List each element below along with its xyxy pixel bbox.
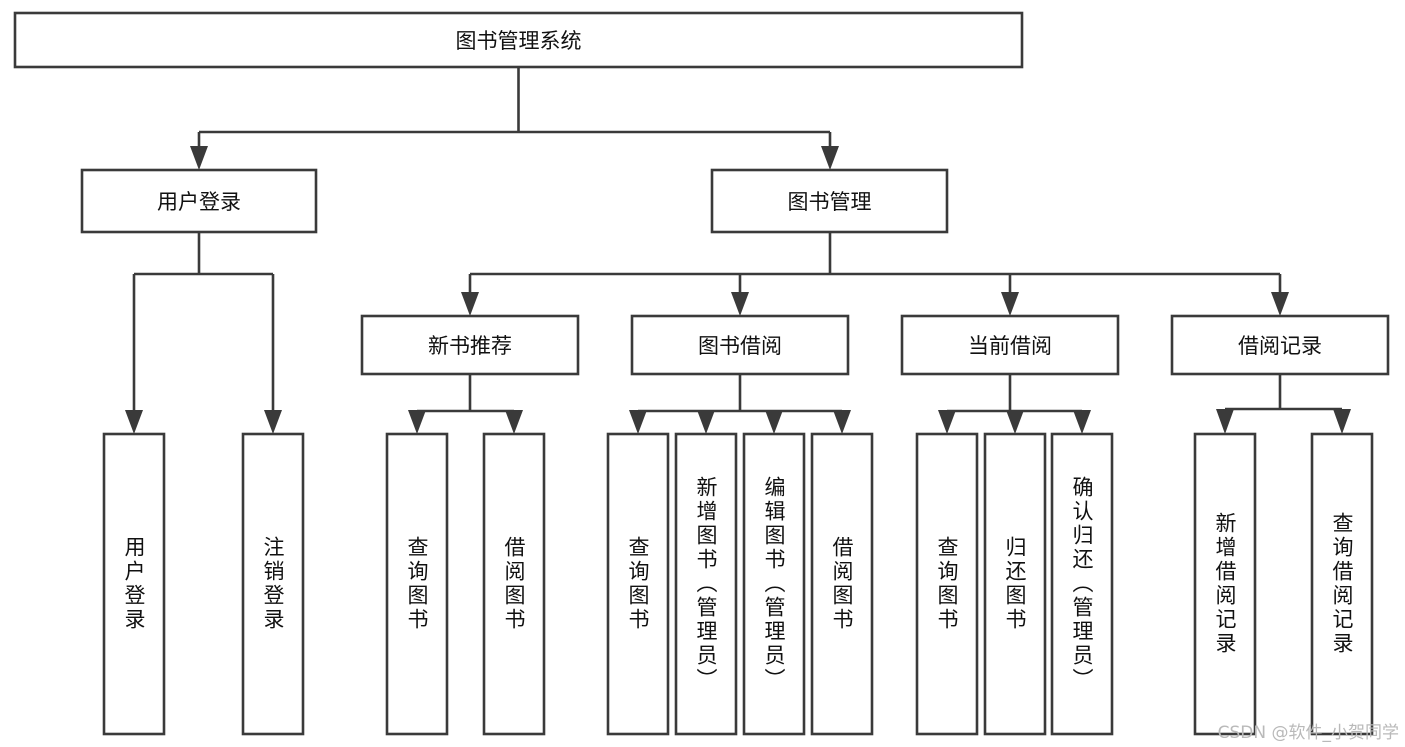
node-new-book-recommend[interactable]: 新书推荐 — [360, 314, 580, 376]
arrow-head-leaf-query-book-3 — [938, 410, 956, 434]
current-borrow-label: 当前借阅 — [968, 334, 1052, 358]
leaf-box[interactable] — [241, 432, 305, 736]
leaf-query-book-borrow[interactable]: 查询图书 — [606, 432, 670, 736]
leaf-borrow-book-newbooks[interactable]: 借阅图书 — [482, 432, 546, 736]
leaf-box[interactable] — [102, 432, 166, 736]
arrow-head-leaf-query-book-1 — [408, 410, 426, 434]
leaf-label: 查询借阅记录 — [1330, 512, 1354, 656]
arrow-head-user-login — [190, 146, 208, 170]
arrow-head-book-mgmt — [821, 146, 839, 170]
user-login-box[interactable] — [80, 168, 318, 234]
arrow-head-leaf-add-book — [697, 410, 715, 434]
leaf-query-borrow-record[interactable]: 查询借阅记录 — [1310, 432, 1374, 736]
arrow-head-leaf-query-book-2 — [629, 410, 647, 434]
leaf-label: 注销登录 — [261, 536, 285, 632]
node-book-management[interactable]: 图书管理 — [710, 168, 949, 234]
leaf-box[interactable] — [674, 432, 738, 736]
leaf-box[interactable] — [1050, 432, 1114, 736]
book-borrow-label: 图书借阅 — [698, 334, 782, 358]
node-current-borrow[interactable]: 当前借阅 — [900, 314, 1120, 376]
arrow-head-current-borrow — [1001, 292, 1019, 316]
arrow-head-borrow-books — [731, 292, 749, 316]
leaf-label: 归还图书 — [1003, 536, 1027, 632]
arrow-head-leaf-borrow-book-2 — [833, 410, 851, 434]
arrow-head-leaf-confirm-return — [1073, 410, 1091, 434]
leaf-box[interactable] — [915, 432, 979, 736]
user-login-label: 用户登录 — [157, 190, 241, 214]
arrow-head-leaf-borrow-book-1 — [505, 410, 523, 434]
leaf-label: 新增借阅记录 — [1213, 512, 1237, 656]
current-borrow-box[interactable] — [900, 314, 1120, 376]
leaf-label: 查询图书 — [405, 536, 429, 632]
leaf-box[interactable] — [482, 432, 546, 736]
leaf-borrow-book-borrow[interactable]: 借阅图书 — [810, 432, 874, 736]
root-box[interactable] — [13, 11, 1024, 69]
connector-layer — [125, 67, 1351, 434]
leaf-box[interactable] — [385, 432, 449, 736]
leaf-box[interactable] — [1193, 432, 1257, 736]
leaf-box[interactable] — [810, 432, 874, 736]
leaf-box[interactable] — [742, 432, 806, 736]
book-management-label: 图书管理 — [788, 190, 872, 214]
arrow-head-new-books — [461, 292, 479, 316]
node-borrow-record[interactable]: 借阅记录 — [1170, 314, 1390, 376]
arrow-head-leaf-query-record — [1333, 409, 1351, 434]
book-management-box[interactable] — [710, 168, 949, 234]
node-root-system[interactable]: 图书管理系统 — [13, 11, 1024, 69]
leaf-label: 借阅图书 — [502, 536, 526, 632]
leaf-logout[interactable]: 注销登录 — [241, 432, 305, 736]
borrow-record-label: 借阅记录 — [1238, 334, 1322, 358]
leaf-label: 查询图书 — [935, 536, 959, 632]
leaf-label: 借阅图书 — [830, 536, 854, 632]
leaf-label: 确认归还（管理员） — [1070, 476, 1094, 692]
leaf-add-borrow-record[interactable]: 新增借阅记录 — [1193, 432, 1257, 736]
leaf-label: 用户登录 — [122, 536, 146, 632]
new-book-recommend-box[interactable] — [360, 314, 580, 376]
arrow-head-leaf-add-record — [1216, 409, 1234, 434]
leaf-box[interactable] — [606, 432, 670, 736]
arrow-head-leaf-user-login — [125, 410, 143, 434]
leaf-edit-book-admin[interactable]: 编辑图书（管理员） — [742, 432, 806, 736]
node-book-borrow[interactable]: 图书借阅 — [630, 314, 850, 376]
leaf-box[interactable] — [983, 432, 1047, 736]
leaf-label: 编辑图书（管理员） — [762, 476, 786, 692]
arrow-head-leaf-edit-book — [765, 410, 783, 434]
book-borrow-box[interactable] — [630, 314, 850, 376]
arrow-head-borrow-record — [1271, 292, 1289, 316]
leaf-add-book-admin[interactable]: 新增图书（管理员） — [674, 432, 738, 736]
leaf-label: 新增图书（管理员） — [694, 476, 718, 692]
borrow-record-box[interactable] — [1170, 314, 1390, 376]
leaf-confirm-return-admin[interactable]: 确认归还（管理员） — [1050, 432, 1114, 736]
leaf-return-book[interactable]: 归还图书 — [983, 432, 1047, 736]
root-label: 图书管理系统 — [456, 29, 582, 53]
node-user-login[interactable]: 用户登录 — [80, 168, 318, 234]
leaf-user-login[interactable]: 用户登录 — [102, 432, 166, 736]
arrow-head-leaf-return-book — [1006, 410, 1024, 434]
leaf-box[interactable] — [1310, 432, 1374, 736]
new-book-recommend-label: 新书推荐 — [428, 334, 512, 358]
leaf-query-book-current[interactable]: 查询图书 — [915, 432, 979, 736]
leaf-label: 查询图书 — [626, 536, 650, 632]
arrow-head-leaf-logout — [264, 410, 282, 434]
leaf-query-book-newbooks[interactable]: 查询图书 — [385, 432, 449, 736]
